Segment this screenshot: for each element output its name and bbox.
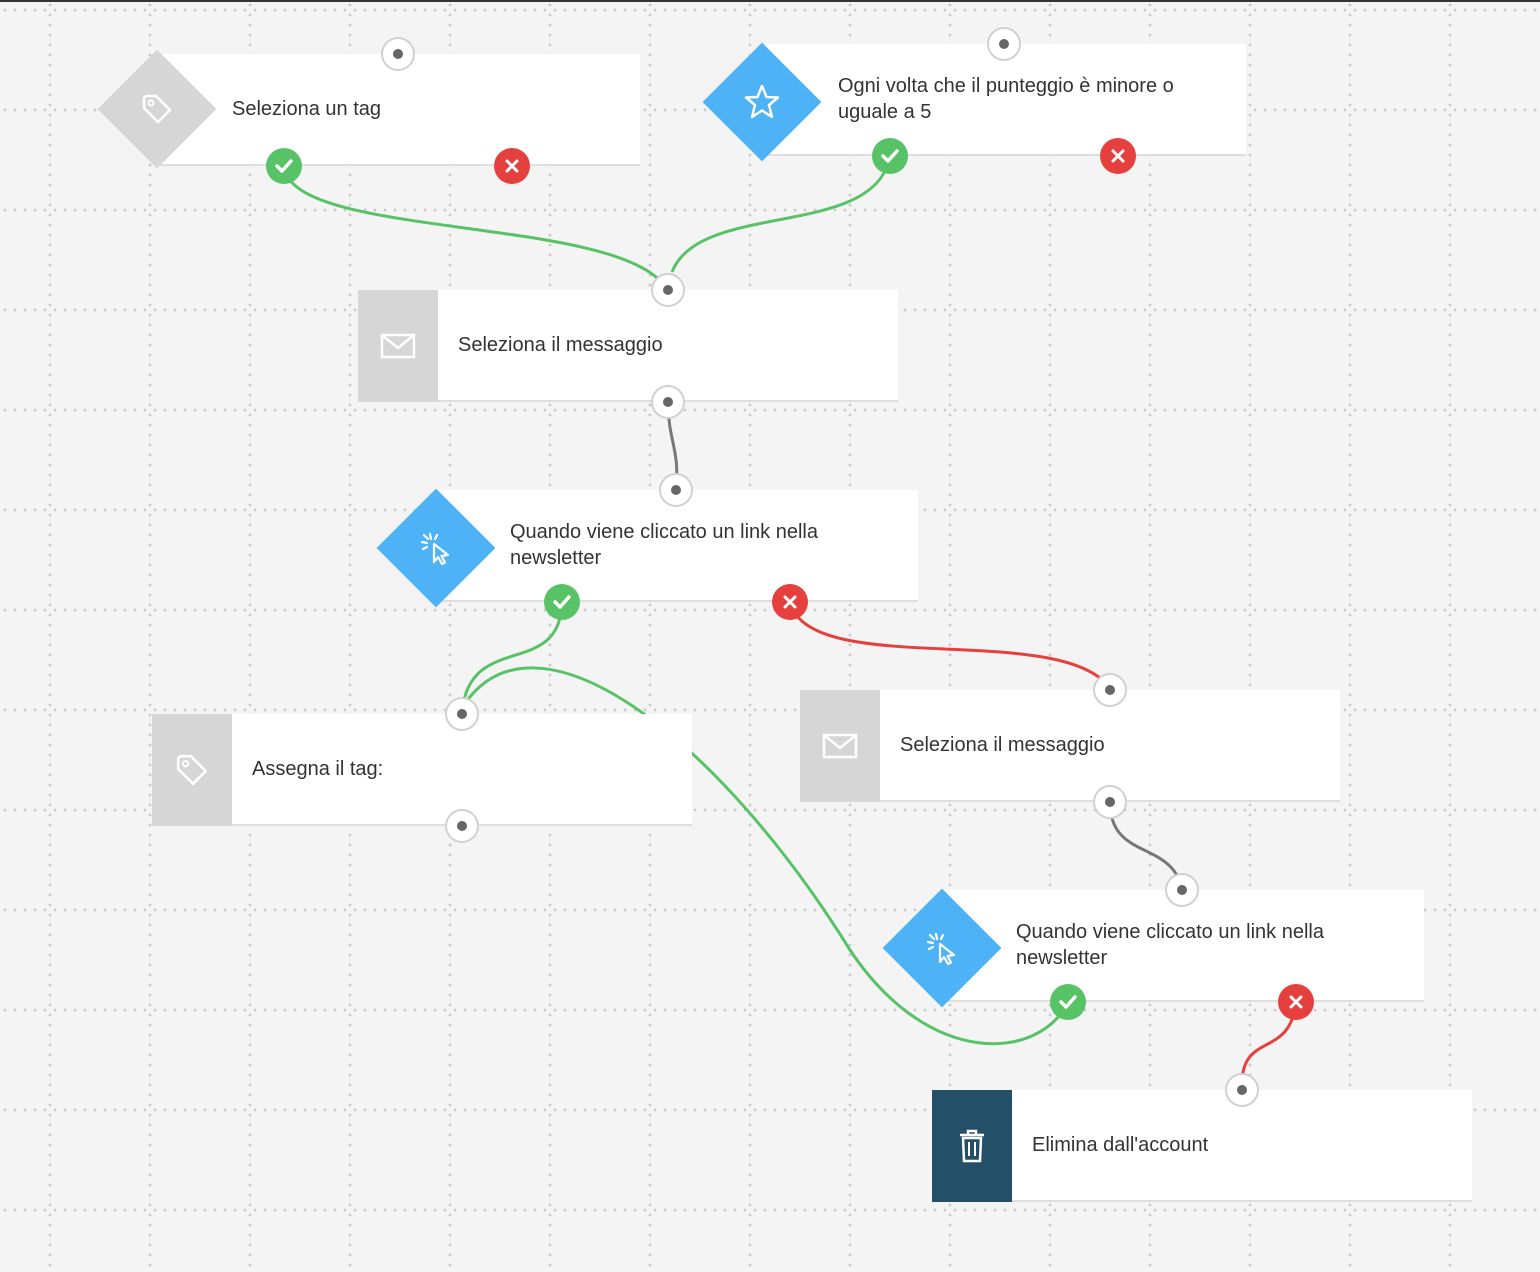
node-message-1-output-port[interactable] bbox=[651, 385, 685, 419]
node-message-2-side bbox=[800, 690, 880, 802]
node-click-1[interactable]: Quando viene cliccato un link nella news… bbox=[438, 490, 918, 602]
node-score-no-port[interactable] bbox=[1100, 138, 1136, 174]
node-label: Quando viene cliccato un link nella news… bbox=[510, 521, 818, 569]
node-click-2-input-port[interactable] bbox=[1165, 873, 1199, 907]
node-delete-side bbox=[932, 1090, 1012, 1202]
node-label: Seleziona il messaggio bbox=[900, 734, 1105, 756]
close-icon bbox=[1111, 149, 1125, 163]
node-click-1-input-port[interactable] bbox=[659, 473, 693, 507]
node-delete-input-port[interactable] bbox=[1225, 1073, 1259, 1107]
node-assign-tag-side bbox=[152, 714, 232, 826]
trash-icon bbox=[960, 1129, 984, 1163]
node-click-1-yes-port[interactable] bbox=[544, 584, 580, 620]
close-icon bbox=[783, 595, 797, 609]
node-label: Ogni volta che il punteggio è minore o u… bbox=[838, 75, 1174, 123]
node-select-tag-diamond bbox=[97, 49, 217, 169]
envelope-icon bbox=[380, 333, 416, 359]
node-select-tag[interactable]: Seleziona un tag bbox=[160, 54, 640, 166]
node-label: Elimina dall'account bbox=[1032, 1134, 1209, 1156]
node-click-2-no-port[interactable] bbox=[1278, 984, 1314, 1020]
node-label: Quando viene cliccato un link nella news… bbox=[1016, 921, 1324, 969]
node-click-2-diamond bbox=[882, 888, 1002, 1008]
node-score-yes-port[interactable] bbox=[872, 138, 908, 174]
node-message-1[interactable]: Seleziona il messaggio bbox=[358, 290, 898, 402]
node-click-2-yes-port[interactable] bbox=[1050, 984, 1086, 1020]
node-score-diamond bbox=[702, 42, 822, 162]
tag-icon bbox=[140, 92, 174, 126]
node-label: Assegna il tag: bbox=[252, 758, 384, 780]
node-message-1-input-port[interactable] bbox=[651, 273, 685, 307]
node-message-1-side bbox=[358, 290, 438, 402]
tag-icon bbox=[176, 754, 208, 786]
node-message-2-input-port[interactable] bbox=[1093, 673, 1127, 707]
node-select-tag-input-port[interactable] bbox=[381, 37, 415, 71]
node-assign-tag[interactable]: Assegna il tag: bbox=[152, 714, 692, 826]
node-select-tag-no-port[interactable] bbox=[494, 148, 530, 184]
check-icon bbox=[275, 159, 293, 173]
node-message-2-output-port[interactable] bbox=[1093, 785, 1127, 819]
node-select-tag-yes-port[interactable] bbox=[266, 148, 302, 184]
cursor-click-icon bbox=[922, 928, 962, 968]
node-click-1-no-port[interactable] bbox=[772, 584, 808, 620]
check-icon bbox=[881, 149, 899, 163]
node-label: Seleziona il messaggio bbox=[458, 334, 663, 356]
node-score[interactable]: Ogni volta che il punteggio è minore o u… bbox=[766, 44, 1246, 156]
close-icon bbox=[1289, 995, 1303, 1009]
cursor-click-icon bbox=[416, 528, 456, 568]
node-click-1-diamond bbox=[376, 488, 496, 608]
node-message-2[interactable]: Seleziona il messaggio bbox=[800, 690, 1340, 802]
node-label: Seleziona un tag bbox=[232, 98, 382, 120]
star-icon bbox=[742, 82, 782, 122]
close-icon bbox=[505, 159, 519, 173]
node-delete[interactable]: Elimina dall'account bbox=[932, 1090, 1472, 1202]
node-assign-tag-output-port[interactable] bbox=[445, 809, 479, 843]
envelope-icon bbox=[822, 733, 858, 759]
node-score-input-port[interactable] bbox=[987, 27, 1021, 61]
node-assign-tag-input-port[interactable] bbox=[445, 697, 479, 731]
check-icon bbox=[1059, 995, 1077, 1009]
node-click-2[interactable]: Quando viene cliccato un link nella news… bbox=[944, 890, 1424, 1002]
check-icon bbox=[553, 595, 571, 609]
